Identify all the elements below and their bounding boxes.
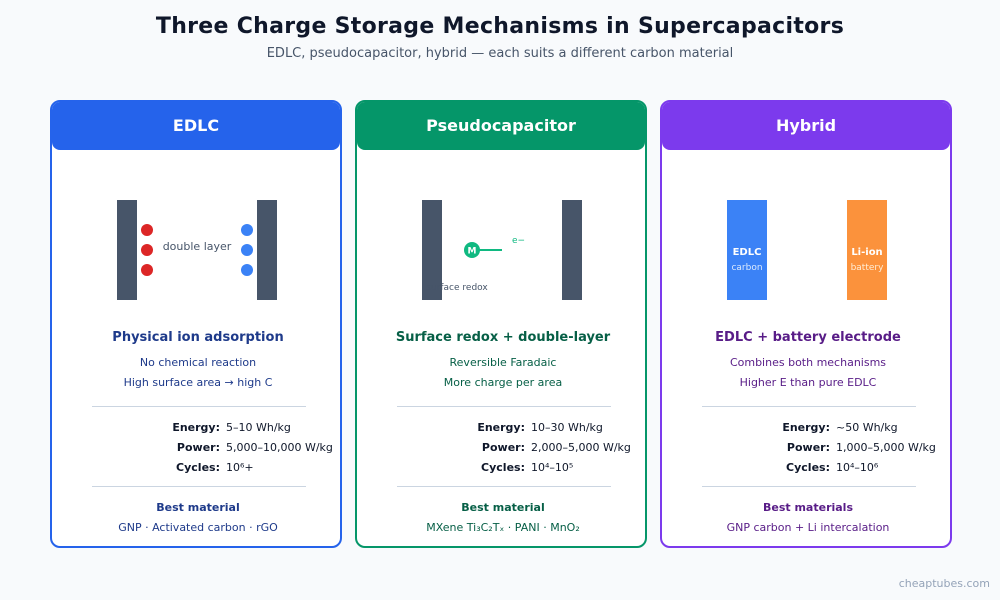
edlc-electrode-title: EDLC <box>733 247 762 258</box>
best-material-value: MXene Ti₃C₂Tₓ · PANI · MnO₂ <box>426 521 580 534</box>
left-electrode <box>422 200 442 300</box>
best-material-label: Best material <box>156 501 240 514</box>
liion-electrode-title: Li-ion <box>851 247 882 258</box>
edlc-electrode-sub: carbon <box>731 263 762 273</box>
mechanism-heading: Surface redox + double-layer <box>395 330 611 345</box>
cation-dot <box>141 264 153 276</box>
divider <box>397 406 611 407</box>
mechanism-heading: EDLC + battery electrode <box>715 330 901 345</box>
card-header: EDLC <box>52 102 340 150</box>
anion-dot <box>241 264 253 276</box>
best-material-value: GNP carbon + Li intercalation <box>726 521 890 534</box>
power-label: Power: <box>786 441 830 454</box>
divider <box>92 486 306 487</box>
card-hybrid: Hybrid EDLC carbon Li-ion battery EDLC +… <box>660 100 952 548</box>
left-electrode <box>117 200 137 300</box>
cycles-label: Cycles: <box>786 461 830 474</box>
page-title: Three Charge Storage Mechanisms in Super… <box>155 14 845 39</box>
power-value: 5,000–10,000 W/kg <box>226 441 333 454</box>
power-value: 1,000–5,000 W/kg <box>836 441 936 454</box>
edlc-diagram: double layer <box>52 152 340 352</box>
divider <box>397 486 611 487</box>
metal-ion-icon <box>464 242 480 258</box>
page-subtitle: EDLC, pseudocapacitor, hybrid — each sui… <box>266 46 734 61</box>
right-electrode <box>562 200 582 300</box>
card-header: Hybrid <box>662 102 950 150</box>
card-header: Pseudocapacitor <box>357 102 645 150</box>
power-value: 2,000–5,000 W/kg <box>531 441 631 454</box>
cycles-label: Cycles: <box>176 461 220 474</box>
mechanism-heading: Physical ion adsorption <box>112 330 284 345</box>
anion-dot <box>241 244 253 256</box>
description-line: No chemical reaction <box>139 356 257 369</box>
cation-dot <box>141 244 153 256</box>
pseudocapacitor-diagram: M e− surface redox <box>357 152 645 352</box>
power-label: Power: <box>176 441 220 454</box>
energy-value: 5–10 Wh/kg <box>226 421 291 434</box>
best-material-value: GNP · Activated carbon · rGO <box>118 521 278 534</box>
divider <box>92 406 306 407</box>
description-line: More charge per area <box>443 376 563 389</box>
power-label: Power: <box>481 441 525 454</box>
hybrid-diagram: EDLC carbon Li-ion battery <box>662 152 950 352</box>
card-edlc: EDLC double layer Physical ion adsorptio… <box>50 100 342 548</box>
liion-battery-electrode <box>847 200 887 300</box>
edlc-carbon-electrode <box>727 200 767 300</box>
cycles-value: 10⁶+ <box>226 461 254 474</box>
energy-label: Energy: <box>172 421 220 434</box>
best-material-label: Best material <box>461 501 545 514</box>
best-material-label: Best materials <box>762 501 854 514</box>
electron-label: e− <box>512 236 525 246</box>
description-line: Reversible Faradaic <box>449 356 557 369</box>
metal-symbol: M <box>468 247 477 257</box>
cycles-label: Cycles: <box>481 461 525 474</box>
right-electrode <box>257 200 277 300</box>
energy-label: Energy: <box>782 421 830 434</box>
energy-value: ~50 Wh/kg <box>836 421 898 434</box>
surface-redox-label: surface redox <box>426 283 488 293</box>
cycles-value: 10⁴–10⁶ <box>836 461 879 474</box>
energy-label: Energy: <box>477 421 525 434</box>
divider <box>702 486 916 487</box>
divider <box>702 406 916 407</box>
cycles-value: 10⁴–10⁵ <box>531 461 574 474</box>
double-layer-label: double layer <box>163 240 232 253</box>
anion-dot <box>241 224 253 236</box>
card-pseudocapacitor: Pseudocapacitor M e− surface redox Surfa… <box>355 100 647 548</box>
cation-dot <box>141 224 153 236</box>
description-line: Combines both mechanisms <box>729 356 887 369</box>
liion-electrode-sub: battery <box>851 263 885 273</box>
description-line: High surface area → high C <box>123 376 273 389</box>
energy-value: 10–30 Wh/kg <box>531 421 603 434</box>
description-line: Higher E than pure EDLC <box>739 376 877 389</box>
source-credit: cheaptubes.com <box>898 577 990 590</box>
